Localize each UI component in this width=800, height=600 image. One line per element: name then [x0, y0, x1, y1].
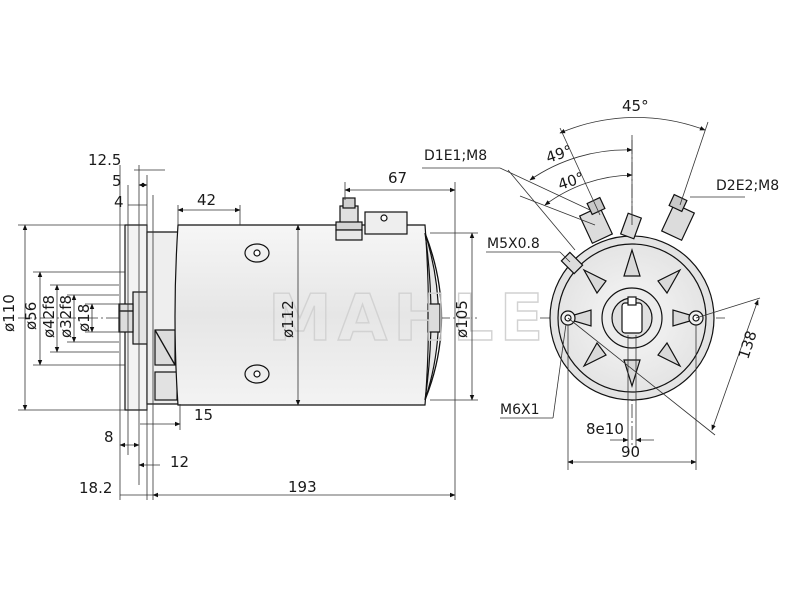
arc-40	[544, 172, 633, 206]
terminal-cover	[364, 211, 408, 235]
dim-d42f8: ø42f8	[40, 295, 58, 338]
end-view: 45° 49° 40° D1E1;M8 D2E2;M8 M5X0.8 M6X1 …	[422, 97, 779, 470]
dim-67: 67	[388, 169, 407, 187]
motor-housing	[174, 224, 430, 406]
dim-d56: ø56	[22, 302, 40, 330]
angle-radials	[507, 121, 709, 251]
label-d2e2: D2E2;M8	[716, 178, 779, 194]
dim-4: 4	[114, 193, 124, 211]
dimline-138	[711, 299, 759, 431]
terminal-d1e1	[578, 196, 614, 245]
watermark: MAHLE	[268, 282, 549, 356]
end-housing-rim	[557, 243, 707, 393]
terminal-cover-screw	[380, 214, 388, 222]
end-shaft-key	[627, 296, 637, 306]
label-d1e1: D1E1;M8	[424, 148, 487, 164]
label-m5x0-8: M5X0.8	[487, 236, 540, 252]
dim-8: 8	[104, 428, 114, 446]
terminal-leaders	[422, 167, 745, 419]
end-shaft	[621, 302, 643, 334]
rear-bearing	[427, 303, 441, 333]
arc-49	[529, 147, 633, 181]
dim-15: 15	[194, 406, 213, 424]
shaft	[118, 303, 134, 333]
ext-138-b	[567, 317, 716, 436]
brush-screw-lower	[244, 364, 270, 384]
dim-d105: ø105	[453, 300, 471, 338]
terminal-stud	[335, 197, 363, 241]
dim-d32f8: ø32f8	[57, 295, 75, 338]
side-view: MAHLE	[0, 151, 549, 500]
terminal-m5x0-8	[560, 251, 584, 275]
front-foot	[154, 371, 178, 401]
end-bottom-extensions	[567, 325, 697, 470]
angle-40: 40°	[556, 168, 587, 193]
dim-18-2: 18.2	[79, 479, 112, 497]
dim-138: 138	[735, 328, 761, 361]
terminal-d2e2	[660, 193, 696, 242]
dim-12-5: 12.5	[88, 151, 121, 169]
angle-45: 45°	[622, 97, 649, 115]
dim-42: 42	[197, 191, 216, 209]
arc-45	[559, 117, 706, 134]
dim-d112: ø112	[279, 300, 297, 338]
dim-5: 5	[112, 172, 122, 190]
label-m6x1: M6X1	[500, 402, 539, 418]
dim-d18: ø18	[75, 304, 93, 332]
brush-screw-upper	[244, 243, 270, 263]
front-boss-hatch	[154, 329, 176, 366]
dim-193: 193	[288, 478, 317, 496]
dim-d110: ø110	[0, 294, 18, 332]
dim-90: 90	[621, 443, 640, 461]
dim-8e10: 8e10	[586, 420, 624, 438]
rear-end-cap-outline	[424, 232, 443, 401]
dim-12: 12	[170, 453, 189, 471]
terminal-m5	[619, 212, 643, 240]
angle-49: 49°	[544, 141, 575, 166]
